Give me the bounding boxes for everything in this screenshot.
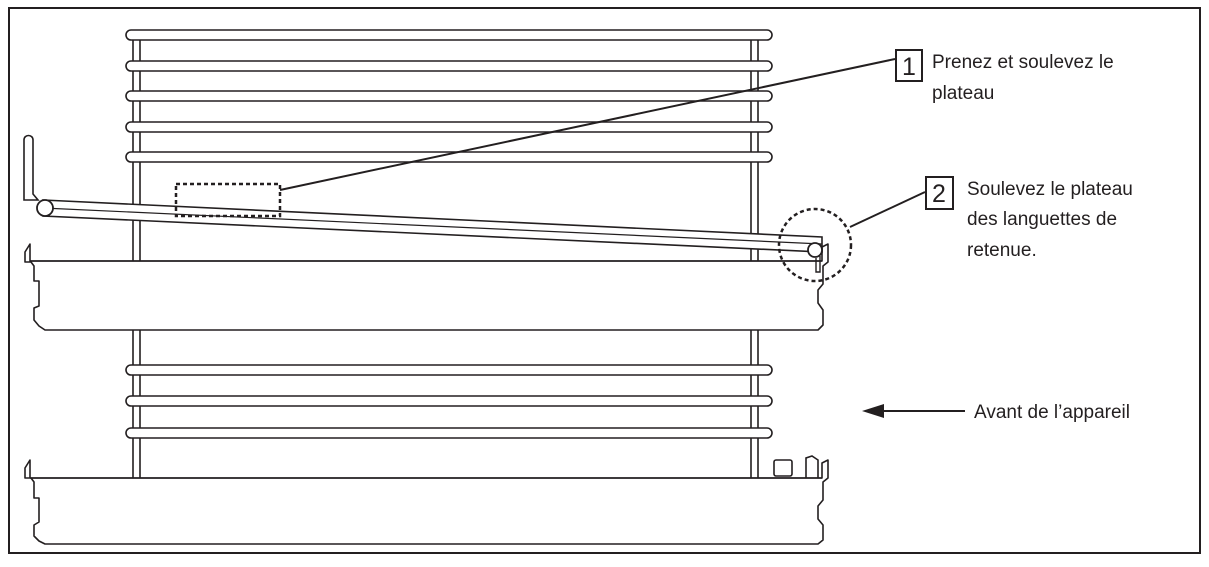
- upper-shelf-bracket: [24, 243, 829, 331]
- callout-2-line-1: Soulevez le plateau: [967, 179, 1133, 200]
- callout-2-line-2: des languettes de: [967, 209, 1117, 230]
- callout-1-leader: [279, 58, 896, 191]
- callout-2: 2 Soulevez le plateau des languettes de …: [925, 176, 1138, 261]
- callout-2-leader: [849, 191, 926, 228]
- rack-vertical-rods: [132, 38, 759, 480]
- front-indicator: Avant de l’appareil: [862, 402, 1130, 423]
- callout-2-line-3: retenue.: [967, 240, 1037, 261]
- rack-horizontal-rods-lower: [125, 364, 773, 439]
- callout-2-text: Soulevez le plateau des languettes de re…: [967, 179, 1138, 261]
- lower-shelf-bracket: [24, 459, 829, 545]
- callout-1-box: [895, 49, 923, 82]
- grab-area-highlight: [174, 182, 282, 218]
- retaining-tab-highlight: [777, 207, 853, 283]
- front-label: Avant de l’appareil: [974, 402, 1130, 423]
- callout-2-box: [925, 176, 954, 210]
- callout-1: 1 Prenez et soulevez le plateau: [895, 49, 1119, 104]
- left-arrow-icon: [862, 404, 884, 418]
- callout-1-line-1: Prenez et soulevez le: [932, 52, 1114, 73]
- callout-1-number: 1: [902, 53, 916, 81]
- rack-horizontal-rods-upper: [125, 29, 773, 163]
- callout-1-text: Prenez et soulevez le plateau: [932, 52, 1119, 104]
- tilted-tray: [23, 134, 823, 273]
- callout-2-number: 2: [932, 180, 946, 208]
- shelf-latch: [773, 455, 819, 478]
- diagram-frame: [8, 7, 1201, 554]
- callout-1-line-2: plateau: [932, 83, 994, 104]
